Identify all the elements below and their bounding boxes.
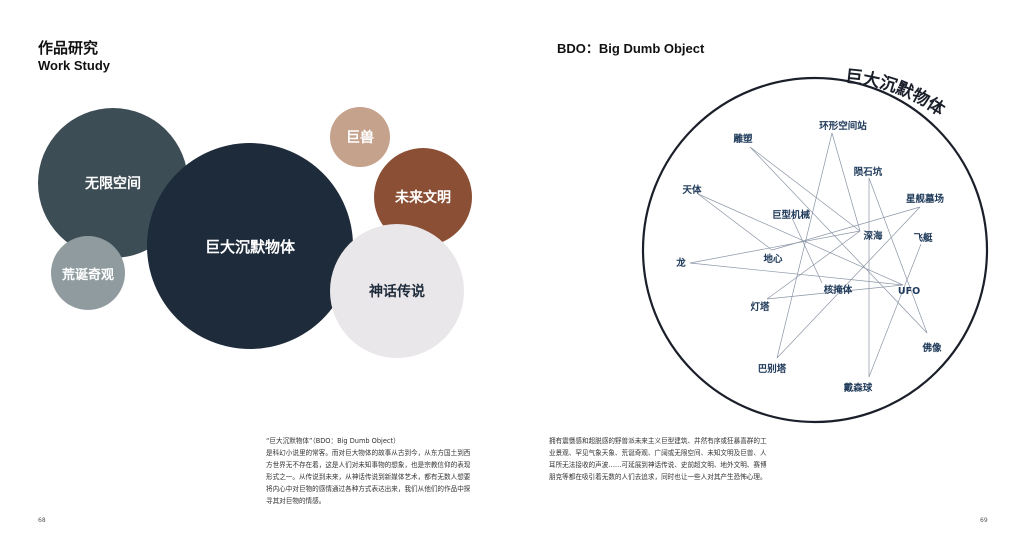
diagram-edge xyxy=(697,193,773,251)
diagram-node: 飞艇 xyxy=(913,232,933,244)
page-number-left: 68 xyxy=(38,517,46,524)
diagram-edge xyxy=(868,243,922,378)
diagram-node: 巨型机械 xyxy=(772,209,811,221)
bubble-label: 神话传说 xyxy=(369,284,425,300)
diagram-edge xyxy=(831,132,861,232)
right-paragraph: 拥有震慑感和超脱感的野兽派未来主义巨型建筑、井然有序或狂暴喜群的工业景观、罕见气… xyxy=(549,437,767,481)
paragraph-body: 是科幻小说里的常客。而对巨大物体的故事从古到今，从东方国土到西方世界无不存在着，… xyxy=(266,449,471,505)
diagram-node: 龙 xyxy=(675,257,686,269)
diagram-node: 陨石坑 xyxy=(854,166,883,178)
right-page-title: BDO：Big Dumb Object xyxy=(557,41,705,56)
bubble-label: 荒诞奇观 xyxy=(61,267,114,283)
diagram-node: 巴别塔 xyxy=(758,363,787,375)
diagram-edge xyxy=(689,230,861,264)
diagram-node: 佛像 xyxy=(921,342,942,354)
diagram-edge xyxy=(749,146,928,334)
diagram-title: 巨大沉默物体 xyxy=(844,67,949,121)
diagram-edge xyxy=(868,177,928,334)
bubble-giant-beast: 巨兽 xyxy=(330,107,390,167)
bubble-big-dumb-object: 巨大沉默物体 xyxy=(147,143,353,349)
left-paragraph: “巨大沉默物体”（BDO：Big Dumb Object） 是科幻小说里的常客。… xyxy=(266,435,476,507)
page-number-right: 69 xyxy=(980,517,988,524)
paragraph-title: “巨大沉默物体”（BDO：Big Dumb Object） xyxy=(266,437,400,445)
diagram-ring xyxy=(641,76,989,424)
diagram-edge xyxy=(766,284,904,300)
diagram-node: 环形空间站 xyxy=(819,120,867,132)
diagram-node: 灯塔 xyxy=(750,301,770,313)
section-title-cn: 作品研究 xyxy=(38,39,99,57)
diagram-node: 戴森球 xyxy=(844,382,873,394)
bubble-myths-legends: 神话传说 xyxy=(330,224,464,358)
diagram-node: 天体 xyxy=(682,184,702,196)
diagram-node: 深海 xyxy=(863,230,883,242)
bubble-label: 未来文明 xyxy=(395,190,451,206)
diagram-node: 地心 xyxy=(763,253,783,265)
diagram-edge xyxy=(749,146,861,232)
section-title-en: Work Study xyxy=(38,58,110,73)
diagram-node: 雕塑 xyxy=(733,133,753,145)
bubble-label: 巨兽 xyxy=(346,130,374,146)
diagram-node: 核掩体 xyxy=(824,284,853,296)
bubble-label: 无限空间 xyxy=(85,176,141,192)
diagram-edge xyxy=(689,262,904,286)
diagram-edge xyxy=(791,217,823,284)
diagram-edge xyxy=(766,230,861,300)
diagram-node: 星舰墓场 xyxy=(906,193,945,205)
bubble-label: 巨大沉默物体 xyxy=(204,237,295,256)
bubble-absurd-spectacle: 荒诞奇观 xyxy=(51,236,125,310)
diagram-node: UFO xyxy=(898,286,920,297)
diagram-edge xyxy=(776,206,921,359)
